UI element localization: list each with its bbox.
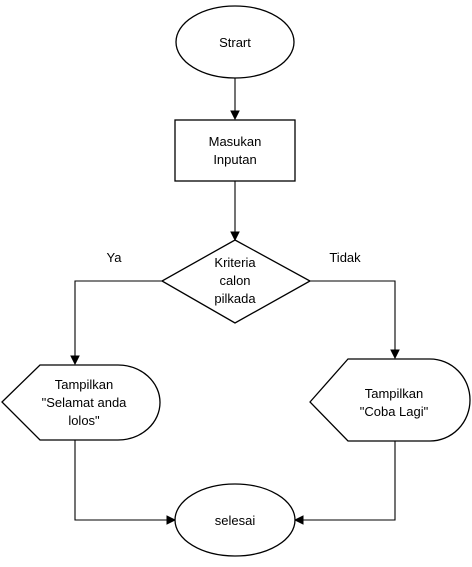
start-node: Strart <box>175 5 295 79</box>
display-pass-line-2: "Selamat anda <box>42 395 128 410</box>
end-node: selesai <box>174 483 296 557</box>
display-fail-node: Tampilkan "Coba Lagi" <box>309 358 471 442</box>
edge-label-no: Tidak <box>329 250 361 265</box>
edge-input-to-decision <box>230 181 240 242</box>
edge-decision-to-pass <box>70 280 162 366</box>
input-label-line-1: Masukan <box>209 134 262 149</box>
display-pass-node: Tampilkan "Selamat anda lolos" <box>1 364 161 441</box>
decision-label-line-2: calon <box>219 273 250 288</box>
edge-start-to-input <box>230 72 240 121</box>
start-label: Strart <box>219 35 251 50</box>
decision-label-line-1: Kriteria <box>214 255 256 270</box>
end-label: selesai <box>215 513 256 528</box>
display-pass-line-3: lolos" <box>68 413 100 428</box>
input-label-line-2: Inputan <box>213 152 256 167</box>
decision-node: Kriteria calon pilkada <box>160 239 312 324</box>
edge-pass-to-end <box>74 440 177 525</box>
edge-fail-to-end <box>293 440 396 525</box>
decision-label-line-3: pilkada <box>214 291 256 306</box>
input-process-node: Masukan Inputan <box>174 119 296 182</box>
edge-decision-to-fail <box>310 280 400 360</box>
display-fail-line-2: "Coba Lagi" <box>360 404 429 419</box>
edge-label-yes: Ya <box>107 250 123 265</box>
display-pass-line-1: Tampilkan <box>55 377 114 392</box>
display-fail-line-1: Tampilkan <box>365 386 424 401</box>
